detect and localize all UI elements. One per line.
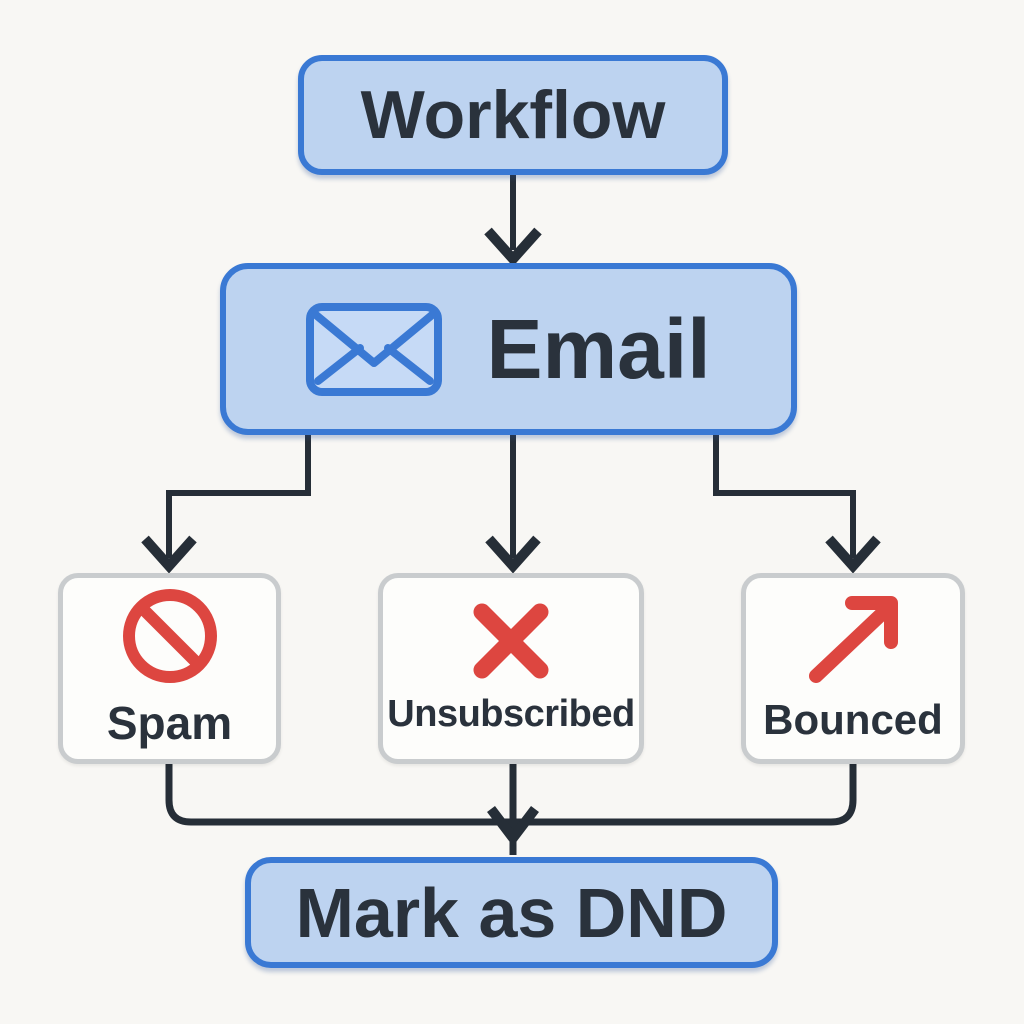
prohibition-icon	[122, 588, 217, 683]
edge-bounced-dnd	[513, 758, 857, 826]
edge-spam-dnd	[165, 758, 513, 826]
arrow-up-right-icon	[809, 595, 898, 683]
arrowhead-junction-dnd	[487, 805, 539, 847]
mark-as-dnd-node-label: Mark as DND	[295, 873, 728, 952]
spam-node: Spam	[58, 573, 281, 764]
spam-node-label: Spam	[106, 696, 233, 749]
edge-email-bounced	[713, 428, 856, 558]
arrowhead-email-bounced	[825, 535, 881, 574]
envelope-icon	[306, 302, 443, 396]
workflow-node: Workflow	[298, 55, 728, 175]
arrowhead-email-unsubscribed	[485, 535, 541, 574]
unsubscribed-node-label: Unsubscribed	[387, 693, 635, 735]
workflow-node-label: Workflow	[360, 77, 666, 153]
bounced-node-label: Bounced	[763, 695, 943, 743]
bounced-node: Bounced	[741, 573, 965, 764]
mark-as-dnd-node: Mark as DND	[245, 857, 778, 968]
unsubscribed-node: Unsubscribed	[378, 573, 644, 764]
edge-email-spam	[166, 428, 311, 558]
email-node-label: Email	[486, 301, 711, 396]
arrowhead-workflow-email	[484, 227, 542, 267]
cross-icon	[473, 603, 549, 679]
arrowhead-email-spam	[141, 535, 197, 574]
email-node: Email	[220, 263, 797, 435]
